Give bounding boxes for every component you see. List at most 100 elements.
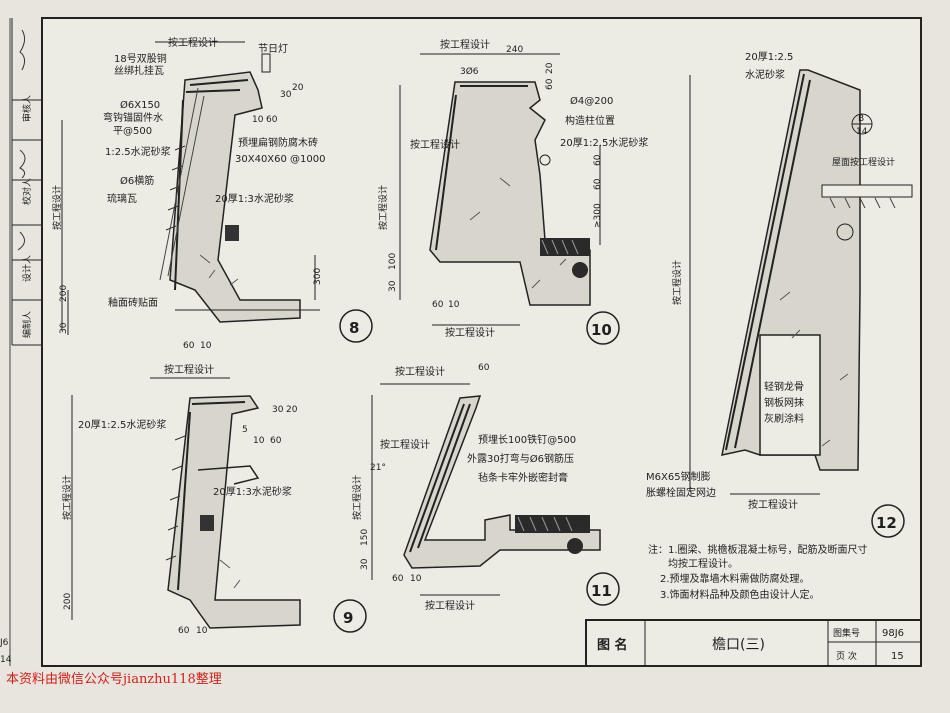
label-design-bottom: 按工程设计 bbox=[425, 599, 475, 612]
edge-mark: 14 bbox=[0, 655, 12, 665]
label-anchor-size: Ø6X150 bbox=[120, 99, 160, 111]
label-design-vertical: 按工程设计 bbox=[61, 475, 73, 520]
dim: 150 bbox=[360, 529, 370, 546]
dim: 30 bbox=[272, 405, 284, 415]
detail-9: 按工程设计 20厚1:2.5水泥砂浆 20厚1:3水泥砂浆 按工程设计 30 2… bbox=[61, 363, 367, 636]
atlas-label: 图集号 bbox=[833, 627, 860, 639]
side-label-compiler: 编制人 bbox=[21, 311, 33, 338]
label-spacing: 平@500 bbox=[113, 126, 152, 137]
label-horizontal-bar: Ø6横筋 bbox=[120, 174, 154, 187]
edge-mark: J6 bbox=[0, 638, 9, 648]
dim: 10 bbox=[200, 341, 212, 351]
detail-number-12: 12 bbox=[876, 514, 897, 532]
dim: 200 bbox=[59, 285, 69, 302]
dim: 60 bbox=[478, 363, 490, 373]
label-design: 按工程设计 bbox=[168, 36, 218, 49]
label-design-vertical: 按工程设计 bbox=[671, 260, 683, 305]
label-design-left: 按工程设计 bbox=[410, 138, 460, 151]
detail-number-9: 9 bbox=[343, 609, 353, 627]
label-nail: 预埋长100铁钉@500 bbox=[478, 433, 576, 446]
label-nail-bend: 外露30打弯与Ø6钢筋压 bbox=[467, 452, 574, 465]
label-design-bottom: 按工程设计 bbox=[748, 498, 798, 511]
page-value: 15 bbox=[891, 651, 904, 662]
dim: 21° bbox=[370, 463, 386, 473]
label-column: 构造柱位置 bbox=[565, 114, 615, 127]
label-mortar-25: 20厚1:2.5水泥砂浆 bbox=[78, 418, 166, 431]
dim: 240 bbox=[506, 45, 523, 55]
label-mortar-thickness: 20厚1:2.5 bbox=[745, 51, 793, 63]
side-label-reviewer: 审核人 bbox=[21, 95, 33, 122]
signature-column: 审核人 校对人 设计人 编制人 bbox=[11, 18, 43, 346]
dim: 60 bbox=[178, 626, 190, 636]
page-label: 页 次 bbox=[836, 650, 857, 662]
title-text: 檐口(三) bbox=[712, 637, 765, 653]
label-copper-wire: 18号双股铜 bbox=[114, 53, 167, 65]
note-line: 注：1.圈梁、挑檐板混凝土标号，配筋及断面尺寸 bbox=[648, 543, 868, 556]
note-line: 3.饰面材料品种及颜色由设计人定。 bbox=[660, 588, 820, 601]
label-festival-light: 节日灯 bbox=[258, 43, 288, 55]
label-design-bottom: 按工程设计 bbox=[445, 326, 495, 339]
signature-mark bbox=[19, 29, 26, 71]
label-design: 按工程设计 bbox=[440, 38, 490, 51]
dim: 30 bbox=[360, 558, 370, 570]
label-bolt-edge: 胀螺栓固定网边 bbox=[646, 486, 716, 499]
label-wood-brick: 预埋扁钢防腐木砖 bbox=[238, 136, 318, 149]
dim: 60 bbox=[183, 341, 195, 351]
dim: 20 bbox=[292, 83, 304, 93]
label-design-vertical: 按工程设计 bbox=[351, 475, 363, 520]
dim: 10 bbox=[448, 300, 460, 310]
dim: 60 bbox=[545, 78, 555, 90]
label-bolt: M6X65钢制膨 bbox=[646, 470, 711, 483]
dim: 5 bbox=[242, 425, 248, 435]
side-label-designer: 设计人 bbox=[21, 255, 33, 282]
dim: 30 bbox=[280, 90, 292, 100]
label-wood-brick-size: 30X40X60 @1000 bbox=[235, 154, 326, 165]
signature-mark bbox=[17, 231, 25, 251]
label-mortar-20: 20厚1:3水泥砂浆 bbox=[215, 192, 294, 205]
label-keel: 轻钢龙骨 bbox=[764, 380, 804, 393]
label-anchor-hook: 弯钩锚固件水 bbox=[103, 111, 163, 124]
detail-number-8: 8 bbox=[349, 319, 359, 337]
note-line: 均按工程设计。 bbox=[668, 557, 738, 570]
title-block: 图 名 檐口(三) 图集号 98J6 页 次 15 bbox=[585, 619, 922, 667]
label-roof: 屋面按工程设计 bbox=[832, 156, 895, 168]
dim: 60 bbox=[392, 574, 404, 584]
label-design-vertical: 按工程设计 bbox=[377, 185, 389, 230]
dim: 60 bbox=[593, 154, 603, 166]
signature-mark bbox=[19, 149, 26, 179]
label-mortar: 20厚1:2.5水泥砂浆 bbox=[560, 136, 648, 149]
label-paint: 灰刷涂料 bbox=[764, 412, 804, 425]
dim: 30 bbox=[388, 280, 398, 292]
label-tile-facing: 釉面砖贴面 bbox=[108, 296, 158, 309]
watermark: 本资料由微信公众号jianzhu118整理 bbox=[6, 672, 222, 687]
detail-12: 20厚1:2.5 水泥砂浆 屋面按工程设计 按工程设计 轻钢龙骨 钢板网抹 灰刷… bbox=[646, 51, 913, 538]
ref-page: 14 bbox=[856, 127, 868, 137]
detail-8: 按工程设计 节日灯 18号双股铜 丝绑扎挂瓦 Ø6X150 弯钩锚固件水 平@5… bbox=[51, 36, 373, 351]
label-sealant: 毡条卡牢外嵌密封膏 bbox=[478, 471, 568, 484]
dim: 100 bbox=[388, 253, 398, 270]
detail-number-10: 10 bbox=[591, 321, 612, 339]
label-mortar: 水泥砂浆 bbox=[745, 68, 785, 81]
dim: 10 bbox=[252, 115, 264, 125]
label-glazed-tile: 琉璃瓦 bbox=[107, 192, 137, 205]
dim: 300 bbox=[313, 268, 323, 285]
atlas-value: 98J6 bbox=[882, 628, 904, 639]
dim: 20 bbox=[545, 62, 555, 74]
detail-10: 按工程设计 按工程设计 Ø4@200 构造柱位置 20厚1:2.5水泥砂浆 按工… bbox=[377, 38, 648, 345]
label-design-vertical: 按工程设计 bbox=[51, 185, 63, 230]
label-design: 按工程设计 bbox=[164, 363, 214, 376]
dim: 60 bbox=[266, 115, 278, 125]
dim: 200 bbox=[63, 593, 73, 610]
dim: 60 bbox=[432, 300, 444, 310]
label-mortar: 1:2.5水泥砂浆 bbox=[105, 145, 171, 158]
side-label-checker: 校对人 bbox=[21, 178, 33, 205]
label-design: 按工程设计 bbox=[395, 365, 445, 378]
dim: 10 bbox=[410, 574, 422, 584]
dim: ≥300 bbox=[593, 203, 603, 228]
label-mesh: 钢板网抹 bbox=[764, 396, 804, 409]
title-name-label: 图 名 bbox=[597, 637, 628, 653]
dim: 10 bbox=[196, 626, 208, 636]
label-tie-tile: 丝绑扎挂瓦 bbox=[114, 64, 164, 77]
dim: 10 bbox=[253, 436, 265, 446]
